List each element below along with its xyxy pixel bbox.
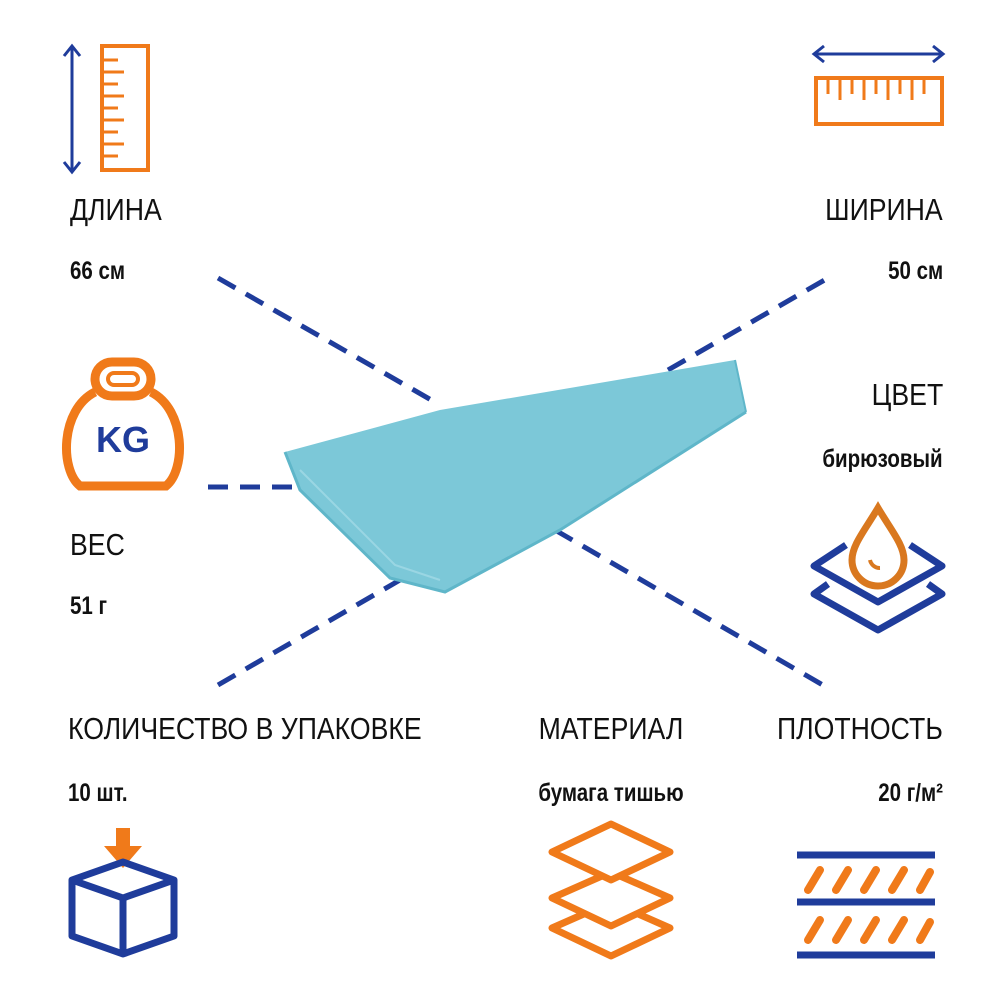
connector-quantity <box>216 577 402 688</box>
vertical-ruler-icon <box>62 43 150 175</box>
horizontal-ruler-icon <box>811 44 946 126</box>
layers-icon <box>548 820 674 960</box>
density-value: 20 г/м² <box>878 779 943 807</box>
color-value: бирюзовый <box>822 445 943 473</box>
length-label: ДЛИНА <box>70 192 162 227</box>
width-label: ШИРИНА <box>825 192 943 227</box>
length-value: 66 см <box>70 257 126 285</box>
drop-layers-icon <box>810 501 946 634</box>
connector-length <box>216 275 442 408</box>
weight-label: ВЕС <box>70 527 125 562</box>
density-label: ПЛОТНОСТЬ <box>777 711 943 746</box>
connector-width <box>666 275 830 373</box>
material-value: бумага тишью <box>538 779 684 807</box>
color-label: ЦВЕТ <box>871 377 943 412</box>
quantity-label: КОЛИЧЕСТВО В УПАКОВКЕ <box>68 711 422 746</box>
connector-lines <box>208 275 830 691</box>
width-value: 50 см <box>887 257 943 285</box>
tissue-paper-image <box>283 359 747 594</box>
weight-value: 51 г <box>70 592 108 620</box>
kettlebell-icon: KG <box>62 357 184 491</box>
density-icon <box>797 851 935 959</box>
kg-icon-text: KG <box>96 419 150 460</box>
box-icon <box>68 828 178 958</box>
material-label: МАТЕРИАЛ <box>538 711 684 746</box>
connector-density <box>553 527 830 691</box>
quantity-value: 10 шт. <box>68 779 128 807</box>
